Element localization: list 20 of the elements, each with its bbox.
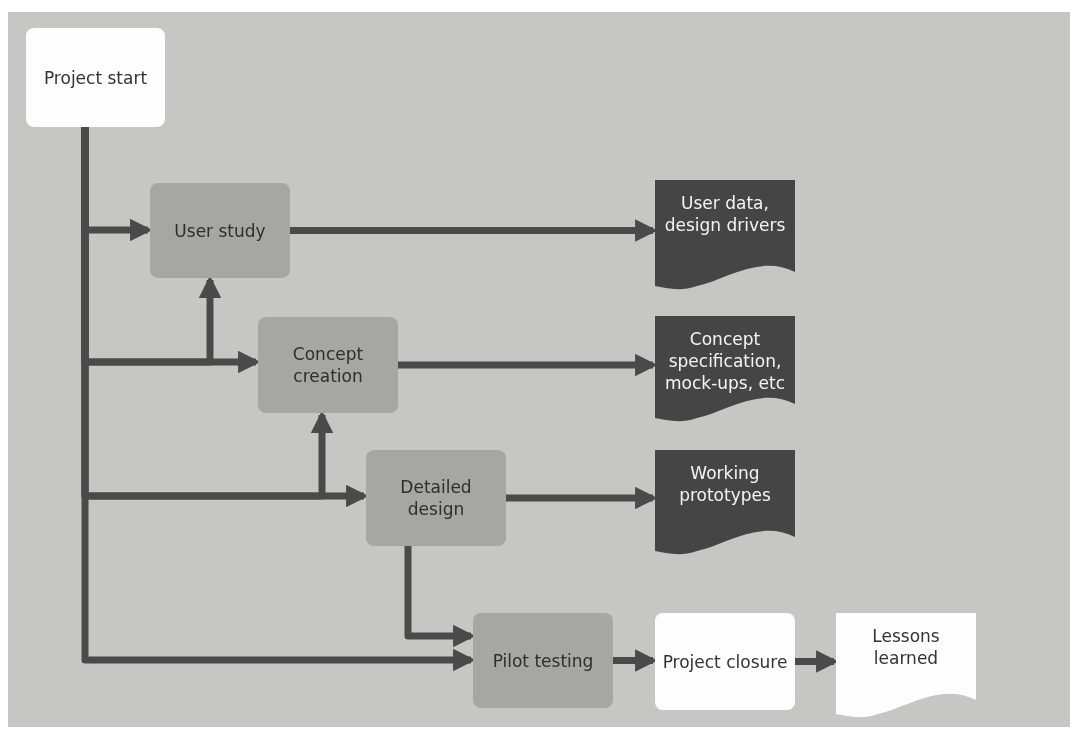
node-label: User study (173, 219, 267, 242)
node-label: Lessons learned (871, 625, 941, 669)
node-label: Pilot testing (491, 649, 595, 672)
document-shape (836, 613, 976, 718)
process-box (258, 317, 398, 413)
node-label: Working prototypes (678, 462, 772, 506)
node-label: Project start (42, 66, 149, 89)
process-box (366, 450, 506, 546)
document-shape (655, 316, 795, 422)
process-box (26, 28, 165, 127)
process-box (473, 613, 613, 708)
node-label: Concept creation (291, 343, 365, 387)
document-shape (655, 180, 795, 290)
node-label: Project closure (661, 650, 789, 673)
node-label: Detailed design (399, 476, 473, 520)
node-label: User data, design drivers (663, 192, 787, 236)
node-label: Concept specification, mock-ups, etc (664, 328, 786, 394)
process-box (655, 613, 795, 710)
process-box (150, 183, 290, 278)
document-shape (655, 450, 795, 555)
